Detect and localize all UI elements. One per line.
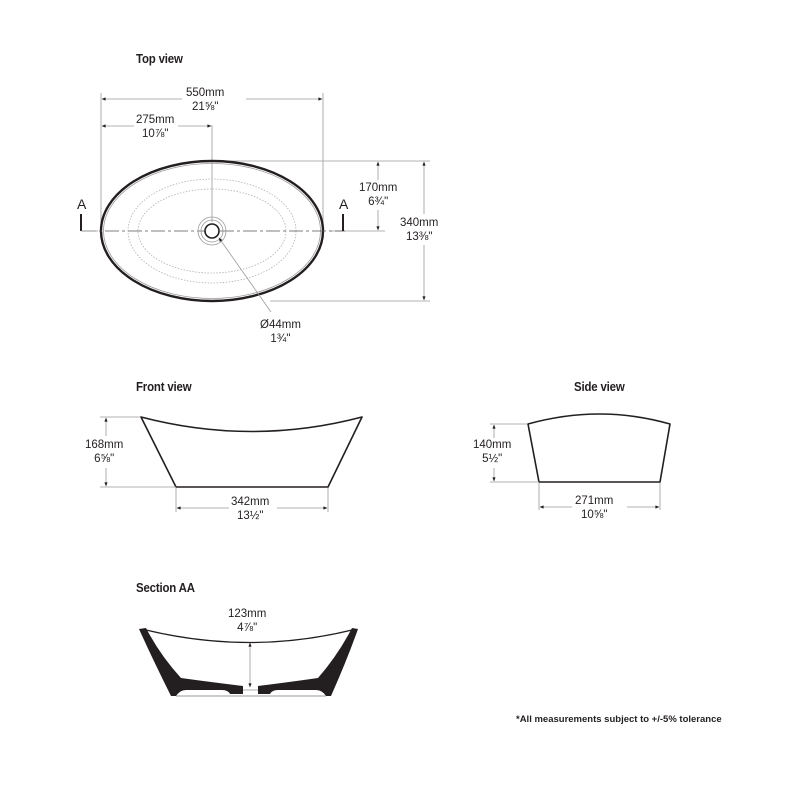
top-view-title: Top view: [136, 51, 183, 66]
front-view-drawing: [100, 416, 363, 512]
section-aa-title: Section AA: [136, 580, 195, 595]
front-view-title: Front view: [136, 379, 192, 394]
section-marker-right: A: [339, 196, 349, 212]
side-view-drawing: [490, 413, 671, 510]
section-aa-drawing: [139, 628, 358, 697]
top-view-drawing: [80, 93, 430, 313]
side-view-title: Side view: [574, 379, 625, 394]
tolerance-footnote: *All measurements subject to +/-5% toler…: [516, 714, 722, 725]
section-marker-left: A: [77, 196, 87, 212]
